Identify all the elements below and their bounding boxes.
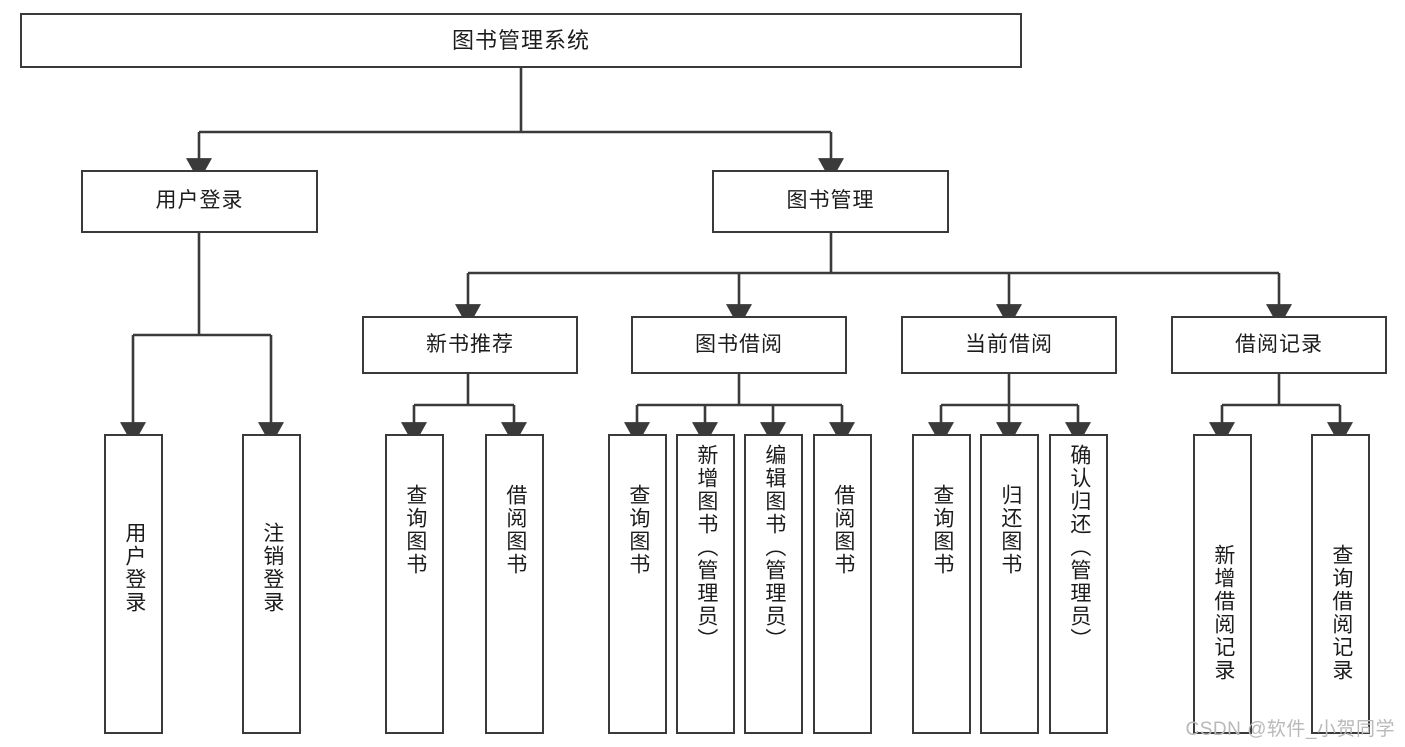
- node-label: 归还图书: [998, 484, 1022, 576]
- node-label: 查询图书: [626, 484, 650, 576]
- node-label: 查询图书: [403, 484, 427, 576]
- node-label: 查询借阅记录: [1329, 544, 1353, 682]
- node-borrow-record[interactable]: 借阅记录: [1171, 316, 1387, 374]
- node-label: 图书管理: [786, 189, 875, 213]
- node-leaf-add-borrow-record[interactable]: 新增借阅记录: [1193, 434, 1252, 734]
- node-book-management[interactable]: 图书管理: [712, 170, 949, 233]
- node-new-book-recommend[interactable]: 新书推荐: [362, 316, 578, 374]
- node-leaf-add-book-admin[interactable]: 新增图书（管理员）: [676, 434, 735, 734]
- node-leaf-query-book-1[interactable]: 查询图书: [385, 434, 444, 734]
- node-leaf-query-book-3[interactable]: 查询图书: [912, 434, 971, 734]
- node-label: 新书推荐: [426, 332, 514, 356]
- node-label: 用户登录: [155, 189, 244, 213]
- node-root-system[interactable]: 图书管理系统: [20, 13, 1022, 68]
- node-label: 借阅图书: [831, 484, 855, 576]
- node-leaf-borrow-book-1[interactable]: 借阅图书: [485, 434, 544, 734]
- node-label: 图书管理系统: [451, 27, 590, 53]
- node-label: 查询图书: [930, 484, 954, 576]
- node-leaf-edit-book-admin[interactable]: 编辑图书（管理员）: [744, 434, 803, 734]
- node-label: 注销登录: [260, 522, 284, 614]
- watermark-text: CSDN @软件_小贺同学: [1185, 719, 1395, 740]
- node-label: 新增图书（管理员）: [694, 444, 718, 651]
- node-label: 当前借阅: [965, 332, 1053, 356]
- node-leaf-logout[interactable]: 注销登录: [242, 434, 301, 734]
- node-label: 确认归还（管理员）: [1067, 444, 1091, 651]
- node-label: 借阅记录: [1235, 332, 1323, 356]
- node-leaf-confirm-return-admin[interactable]: 确认归还（管理员）: [1049, 434, 1108, 734]
- node-label: 借阅图书: [503, 484, 527, 576]
- node-leaf-query-borrow-record[interactable]: 查询借阅记录: [1311, 434, 1370, 734]
- node-label: 用户登录: [122, 522, 146, 614]
- node-label: 编辑图书（管理员）: [762, 444, 786, 651]
- node-leaf-borrow-book-2[interactable]: 借阅图书: [813, 434, 872, 734]
- node-book-borrow[interactable]: 图书借阅: [631, 316, 847, 374]
- node-user-login[interactable]: 用户登录: [81, 170, 318, 233]
- node-label: 图书借阅: [695, 332, 783, 356]
- node-label: 新增借阅记录: [1211, 544, 1235, 682]
- node-leaf-return-book[interactable]: 归还图书: [980, 434, 1039, 734]
- node-leaf-query-book-2[interactable]: 查询图书: [608, 434, 667, 734]
- node-current-borrow[interactable]: 当前借阅: [901, 316, 1117, 374]
- node-leaf-user-login[interactable]: 用户登录: [104, 434, 163, 734]
